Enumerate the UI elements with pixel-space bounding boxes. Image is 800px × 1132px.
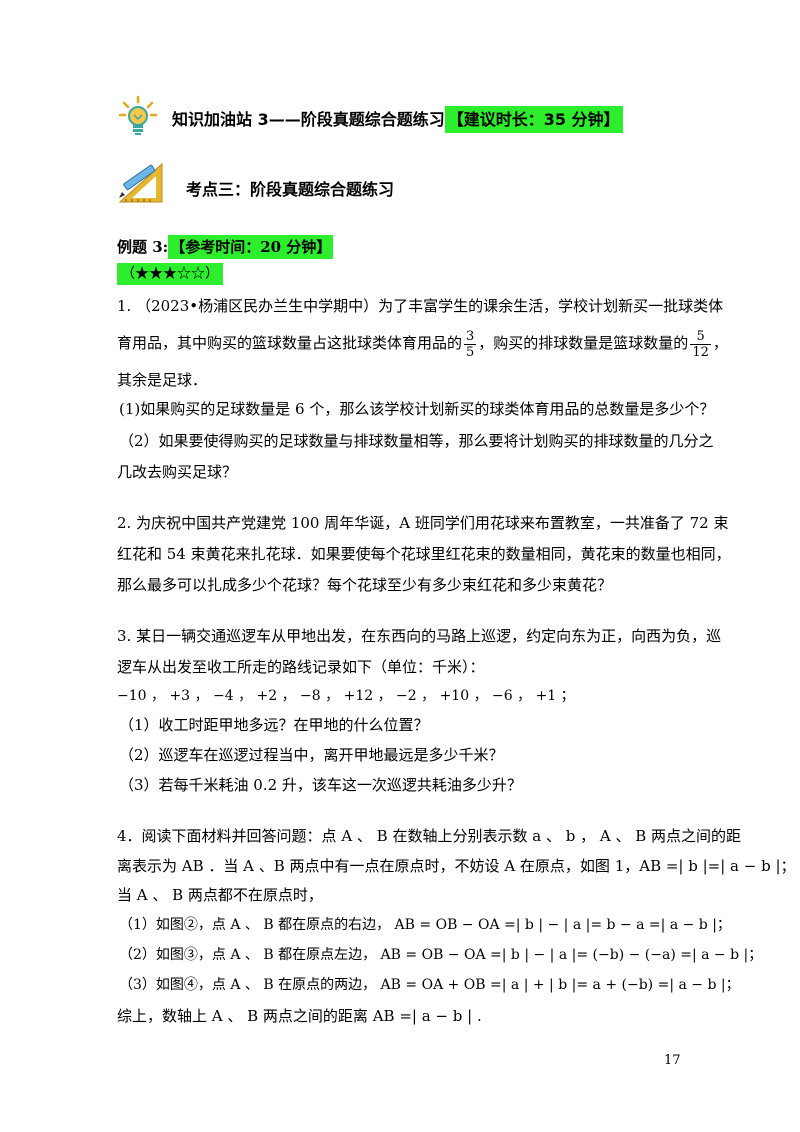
- frac1-numerator: 3: [464, 328, 477, 345]
- example-label: 例题 3:: [117, 238, 169, 256]
- q3-sub2: （2）巡逻车在巡逻过程当中，离开甲地最远是多少千米？: [119, 746, 504, 764]
- q2-line2: 红花和 54 束黄花来扎花球．如果要使每个花球里红花束的数量相同，黄花束的数量也…: [117, 545, 731, 563]
- lightbulb-icon: [118, 95, 158, 137]
- section-title: 知识加油站 3——阶段真题综合题练习【建议时长：35 分钟】: [172, 106, 623, 133]
- q1-line1: 1. （2023•杨浦区民办兰生中学期中）为了丰富学生的课余生活，学校计划新买一…: [117, 297, 724, 315]
- q2-line3: 那么最多可以扎成多少个花球？每个花球至少有多少束红花和多少束黄花？: [117, 576, 613, 594]
- q4-line2: 离表示为 AB ．当 A 、B 两点中有一点在原点时，不妨设 A 在原点，如图 …: [117, 857, 796, 875]
- frac2-numerator: 5: [690, 329, 711, 345]
- q1-sub2b: 几改去购买足球？: [117, 463, 238, 481]
- q1-line3: 其余是足球．: [117, 371, 208, 389]
- reference-time-badge: 【参考时间：20 分钟】: [168, 235, 334, 259]
- q4-sub1: （1）如图②，点 A 、 B 都在原点的右边， AB = OB − OA =| …: [119, 917, 731, 933]
- ruler-pencil-icon: [118, 160, 164, 204]
- q3-line1: 3. 某日一辆交通巡逻车从甲地出发，在东西向的马路上巡逻，约定向东为正，向西为负…: [117, 627, 722, 645]
- topic-title: 考点三：阶段真题综合题练习: [186, 180, 395, 199]
- q3-sub3: （3）若每千米耗油 0.2 升，该车这一次巡逻共耗油多少升？: [119, 776, 522, 794]
- difficulty-stars: （★★★☆☆）: [117, 263, 223, 285]
- q4-line3: 当 A 、 B 两点都不在原点时，: [117, 886, 323, 904]
- q4-conclusion: 综上，数轴上 A 、 B 两点之间的距离 AB =| a − b | .: [117, 1007, 482, 1025]
- frac1-denominator: 5: [466, 344, 475, 360]
- q4-sub2: （2）如图③，点 A 、 B 都在原点左边， AB = OB − OA =| b…: [119, 947, 763, 963]
- difficulty-stars-text: （★★★☆☆）: [117, 263, 223, 285]
- q1-line2-a: 育用品，其中购买的篮球数量占这批球类体育用品的: [117, 334, 463, 352]
- frac2-denominator: 12: [692, 344, 709, 360]
- q1-sub1: (1)如果购买的足球数量是 6 个，那么该学校计划新买的球类体育用品的总数量是多…: [119, 400, 715, 418]
- q2-line1: 2. 为庆祝中国共产党建党 100 周年华诞，A 班同学们用花球来布置教室，一共…: [117, 514, 729, 532]
- suggested-duration-badge: 【建议时长：35 分钟】: [444, 106, 623, 133]
- section-title-text: 知识加油站 3——阶段真题综合题练习: [172, 110, 445, 129]
- q3-sub1: （1）收工时距甲地多远？在甲地的什么位置？: [119, 716, 429, 734]
- q4-sub3: （3）如图④，点 A 、 B 在原点的两边， AB = OA + OB =| a…: [119, 977, 740, 993]
- q1-sub2a: （2）如果要使得购买的足球数量与排球数量相等，那么要将计划购买的排球数量的几分之: [119, 432, 714, 450]
- q4-line1: 4．阅读下面材料并回答问题：点 A 、 B 在数轴上分别表示数 a 、 b ， …: [117, 827, 742, 845]
- page-number: 17: [664, 1053, 681, 1068]
- q1-line2-b: ，购买的排球数量是篮球数量的: [478, 334, 689, 352]
- q3-line2: 逻车从出发至收工所走的路线记录如下（单位：千米）：: [117, 658, 485, 676]
- q1-line2-c: ，: [712, 334, 728, 352]
- example-header: 例题 3:【参考时间：20 分钟】: [117, 235, 334, 259]
- q3-route-record: −10 ， +3 ， −4 ， +2 ， −8 ， +12 ， −2 ， +10…: [117, 688, 575, 704]
